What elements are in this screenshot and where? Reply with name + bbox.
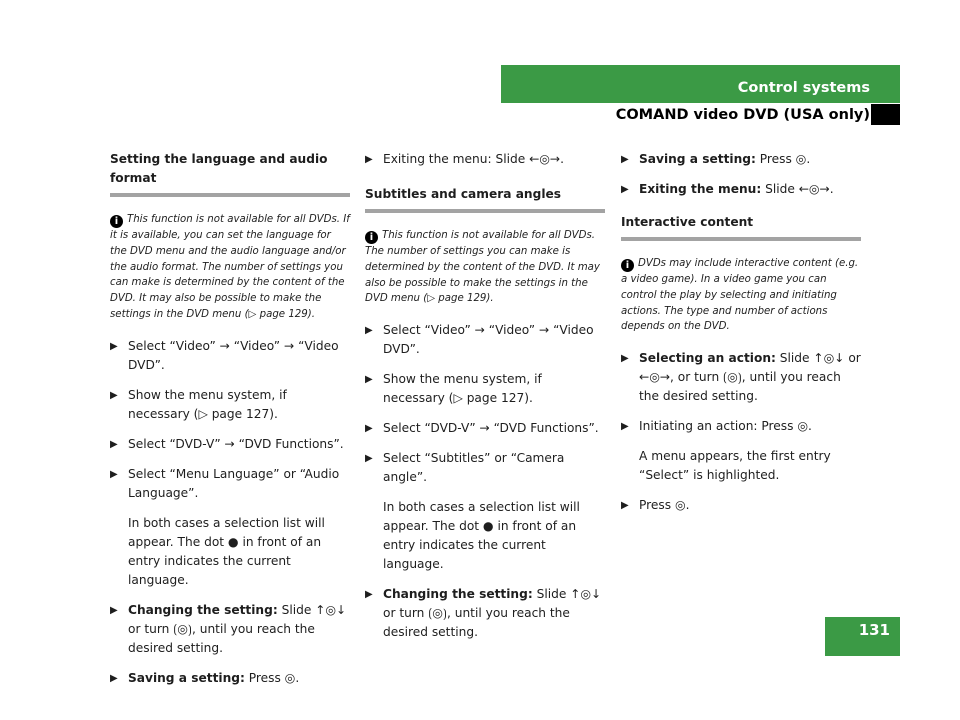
- step: Saving a setting: Press ◎.: [110, 669, 350, 688]
- step: Select “Subtitles” or “Camera angle”.: [365, 449, 605, 487]
- heading-language-audio: Setting the language and audio format: [110, 150, 350, 197]
- step: Initiating an action: Press ◎.: [621, 417, 861, 436]
- column-2: Exiting the menu: Slide ←◎→. Subtitles a…: [365, 150, 605, 653]
- subsection-title: COMAND video DVD (USA only): [615, 107, 870, 123]
- heading-interactive: Interactive content: [621, 213, 861, 241]
- step: Exiting the menu: Slide ←◎→.: [621, 180, 861, 199]
- info-icon: i: [621, 259, 634, 272]
- step: Show the menu system, if necessary (▷ pa…: [110, 386, 350, 424]
- step: Show the menu system, if necessary (▷ pa…: [365, 370, 605, 408]
- step: Select “DVD-V” → “DVD Functions”.: [110, 435, 350, 454]
- step: Select “DVD-V” → “DVD Functions”.: [365, 419, 605, 438]
- heading-subtitles-camera: Subtitles and camera angles: [365, 185, 605, 213]
- step: Changing the setting: Slide ↑◎↓ or turn …: [365, 585, 605, 642]
- step: Saving a setting: Press ◎.: [621, 150, 861, 169]
- paragraph: A menu appears, the first entry “Select”…: [639, 449, 831, 483]
- page-number-box: [825, 617, 900, 656]
- step: Changing the setting: Slide ↑◎↓ or turn …: [110, 601, 350, 658]
- header-tab: [871, 104, 900, 125]
- step: Select “Video” → “Video” → “Video DVD”.: [110, 337, 350, 375]
- paragraph: In both cases a selection list will appe…: [383, 500, 580, 572]
- step: Select “Video” → “Video” → “Video DVD”.: [365, 321, 605, 359]
- step: Press ◎.: [621, 496, 861, 515]
- info-icon: i: [110, 215, 123, 228]
- header-band: [501, 65, 900, 103]
- step: Selecting an action: Slide ↑◎↓ or ←◎→, o…: [621, 349, 861, 406]
- section-title: Control systems: [737, 80, 870, 96]
- step: Select “Menu Language” or “Audio Languag…: [110, 465, 350, 503]
- column-3: Saving a setting: Press ◎. Exiting the m…: [621, 150, 861, 526]
- page-number: 131: [858, 621, 890, 639]
- info-icon: i: [365, 231, 378, 244]
- step: Exiting the menu: Slide ←◎→.: [365, 150, 605, 169]
- paragraph: In both cases a selection list will appe…: [128, 515, 325, 587]
